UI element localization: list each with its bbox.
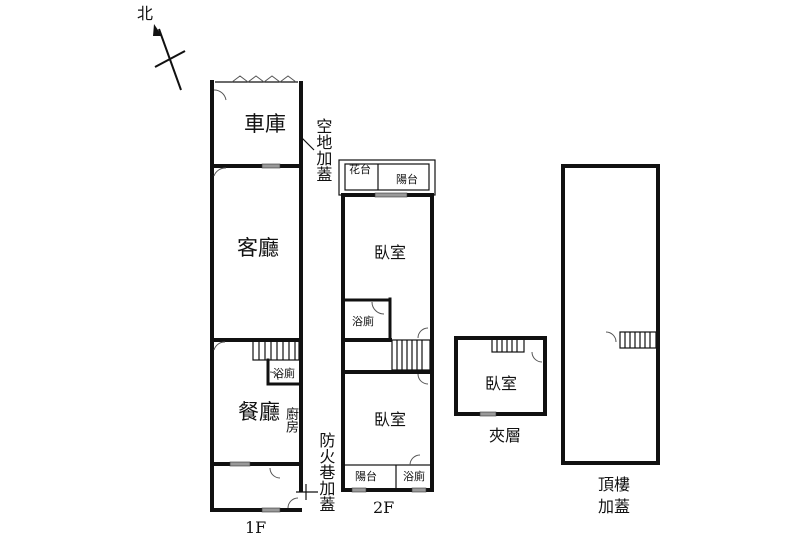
mezzanine-label: 夾層	[489, 426, 522, 445]
mezzanine-bedroom-label: 臥室	[485, 374, 518, 393]
2f-back-balcony-label: 陽台	[355, 470, 377, 483]
2f-back-bath-label: 浴廁	[403, 470, 425, 483]
mezzanine-staircase-icon	[491, 337, 543, 363]
1f-windows	[229, 163, 281, 513]
garage-label: 車庫	[244, 112, 286, 136]
1f-staircase-icon	[252, 339, 300, 361]
floor-2f-label: 2F	[373, 498, 395, 517]
floor-1f-label: 1F	[245, 518, 267, 537]
1f-bath-walls	[266, 358, 301, 386]
open-space-annotation: 空地加蓋	[313, 118, 333, 182]
garage-door-icon	[231, 75, 297, 83]
roof-staircase-icon	[605, 331, 657, 349]
1f-bath-label: 浴廁	[273, 367, 295, 380]
kitchen-label: 廚房	[282, 407, 298, 433]
fire-lane-annotation: 防火巷加蓋	[316, 432, 336, 512]
living-room-label: 客廳	[237, 236, 279, 260]
floor-2f-walls	[341, 193, 434, 492]
2f-front-bedroom-label: 臥室	[374, 243, 407, 262]
2f-front-balcony-label: 陽台	[396, 173, 418, 186]
north-label: 北	[137, 4, 154, 23]
dining-room-label: 餐廳	[238, 400, 280, 424]
2f-front-balcony	[338, 159, 436, 198]
compass-icon	[153, 24, 186, 91]
roof-walls	[561, 164, 660, 465]
1f-door-swings	[213, 89, 299, 509]
2f-back-balcony	[342, 464, 433, 493]
2f-staircase-icon	[391, 339, 431, 371]
annotation-leaders	[296, 137, 318, 500]
roof-addition-label: 頂樓加蓋	[597, 475, 630, 516]
2f-back-bedroom-label: 臥室	[374, 410, 407, 429]
planter-label: 花台	[349, 163, 371, 176]
floor-1f-walls	[210, 80, 303, 512]
2f-door-swings	[371, 301, 429, 466]
2f-front-bath-label: 浴廁	[352, 315, 374, 328]
